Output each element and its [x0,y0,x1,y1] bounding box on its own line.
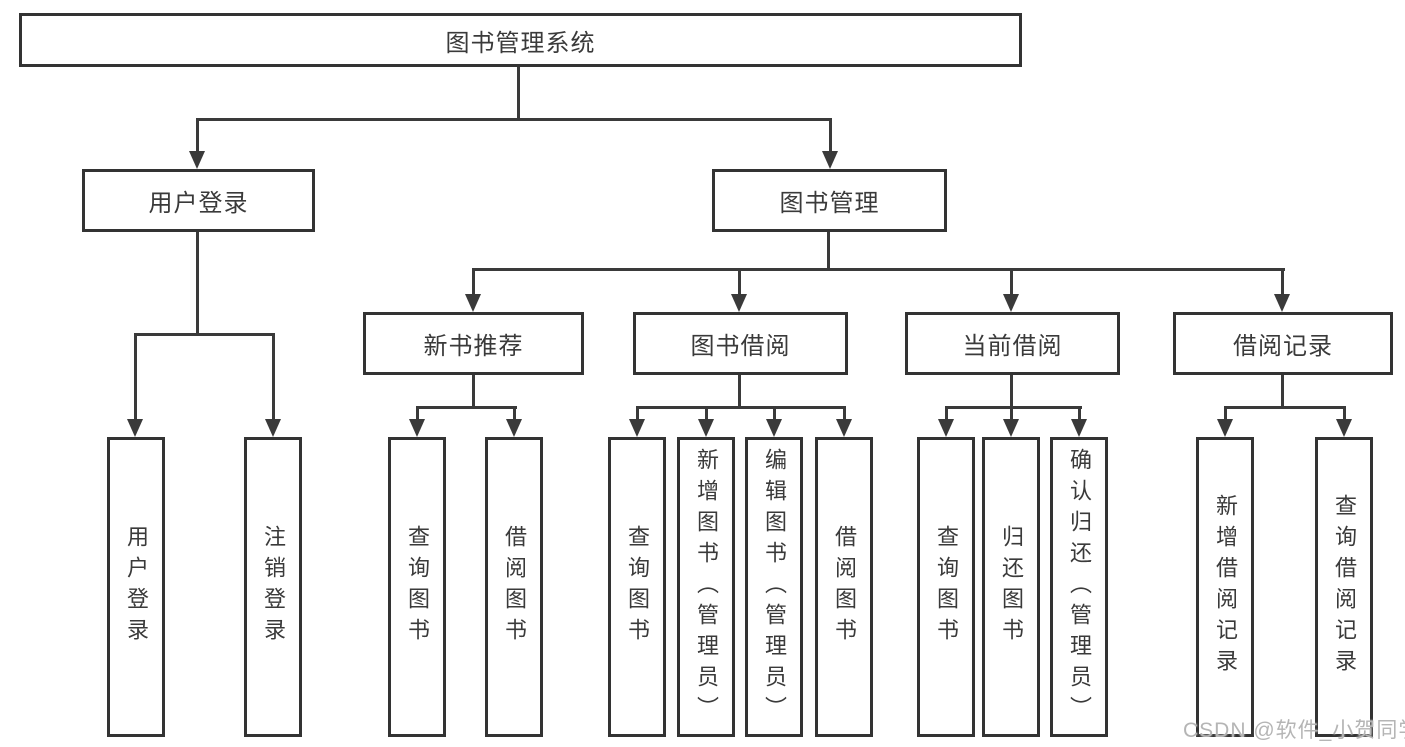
leaf-user-login: 用户登录 [107,437,165,737]
leaf-label: 查询借阅记录 [1332,494,1357,680]
leaf-label: 确认归还（管理员） [1067,447,1092,727]
leaf-label: 查询图书 [934,525,959,649]
connector-leaf [1078,406,1081,422]
connector-to-leaf-user-login [134,333,137,421]
connector-book-borrowing-branch [636,406,846,409]
leaf-add-book-admin: 新增图书（管理员） [677,437,735,737]
leaf-logout: 注销登录 [244,437,302,737]
node-new-book-recommendation: 新书推荐 [363,312,584,375]
node-book-management-label: 图书管理 [779,190,880,217]
leaf-label: 用户登录 [124,525,149,649]
arrowhead-down-icon [766,419,782,437]
node-user-login-label: 用户登录 [148,190,249,217]
arrowhead-down-icon [629,419,645,437]
arrowhead-down-icon [1003,294,1019,312]
node-borrowing-records: 借阅记录 [1173,312,1393,375]
arrowhead-down-icon [822,151,838,169]
node-user-login: 用户登录 [82,169,315,232]
leaf-label: 归还图书 [999,525,1024,649]
arrowhead-down-icon [731,294,747,312]
connector-borrowing-records-branch [1224,406,1345,409]
watermark: CSDN @软件_小贺同学 [1183,719,1405,742]
connector-to-current-borrowing [1010,268,1013,296]
connector-to-leaf-logout [272,333,275,421]
leaf-edit-book-admin: 编辑图书（管理员） [745,437,803,737]
arrowhead-down-icon [698,419,714,437]
leaf-label: 编辑图书（管理员） [762,447,787,727]
node-book-borrowing-label: 图书借阅 [690,333,791,360]
leaf-return-books: 归还图书 [982,437,1040,737]
connector-leaf [843,406,846,422]
leaf-query-books-recommend: 查询图书 [388,437,446,737]
node-book-borrowing: 图书借阅 [633,312,848,375]
connector-book-management-stem [827,231,830,271]
connector-to-borrowing-records [1281,268,1284,296]
leaf-label: 查询图书 [625,525,650,649]
connector-leaf [513,406,516,422]
connector-leaf [416,406,419,422]
connector-root-stem [517,66,520,121]
leaf-label: 查询图书 [405,525,430,649]
leaf-label: 借阅图书 [832,525,857,649]
arrowhead-down-icon [506,419,522,437]
node-current-borrowing: 当前借阅 [905,312,1120,375]
arrowhead-down-icon [938,419,954,437]
node-root: 图书管理系统 [19,13,1022,67]
arrowhead-down-icon [1274,294,1290,312]
connector-user-login-branch [134,333,275,336]
leaf-confirm-return-admin: 确认归还（管理员） [1050,437,1108,737]
connector-new-book-stem [472,374,475,409]
arrowhead-down-icon [189,151,205,169]
arrowhead-down-icon [1003,419,1019,437]
arrowhead-down-icon [1071,419,1087,437]
arrowhead-down-icon [836,419,852,437]
leaf-query-books-borrowing: 查询图书 [608,437,666,737]
leaf-query-borrow-record: 查询借阅记录 [1315,437,1373,737]
leaf-borrow-books-recommend: 借阅图书 [485,437,543,737]
node-current-borrowing-label: 当前借阅 [962,333,1063,360]
connector-current-borrowing-branch [945,406,1082,409]
leaf-label: 新增借阅记录 [1213,494,1238,680]
connector-to-user-login [196,118,199,155]
leaf-label: 借阅图书 [502,525,527,649]
leaf-label: 新增图书（管理员） [694,447,719,727]
connector-book-management-branch [472,268,1285,271]
arrowhead-down-icon [409,419,425,437]
connector-to-new-book [472,268,475,296]
node-borrowing-records-label: 借阅记录 [1233,333,1333,360]
arrowhead-down-icon [1217,419,1233,437]
connector-book-borrowing-stem [738,374,741,409]
connector-leaf [773,406,776,422]
arrowhead-down-icon [265,419,281,437]
arrowhead-down-icon [465,294,481,312]
connector-root-branch [196,118,832,121]
connector-borrowing-records-stem [1281,374,1284,409]
leaf-borrow-books-borrowing: 借阅图书 [815,437,873,737]
leaf-add-borrow-record: 新增借阅记录 [1196,437,1254,737]
arrowhead-down-icon [1336,419,1352,437]
connector-leaf [705,406,708,422]
connector-leaf [1224,406,1227,422]
node-new-book-recommendation-label: 新书推荐 [423,333,524,360]
leaf-query-books-current: 查询图书 [917,437,975,737]
connector-leaf [636,406,639,422]
connector-to-book-borrowing [738,268,741,296]
arrowhead-down-icon [127,419,143,437]
connector-leaf [1010,406,1013,422]
connector-leaf [1343,406,1346,422]
connector-to-book-management [829,118,832,155]
connector-current-borrowing-stem [1010,374,1013,409]
leaf-label: 注销登录 [261,525,286,649]
connector-user-login-stem [196,231,199,336]
connector-leaf [945,406,948,422]
node-root-label: 图书管理系统 [445,29,596,57]
connector-new-book-branch [416,406,517,409]
node-book-management: 图书管理 [712,169,947,232]
